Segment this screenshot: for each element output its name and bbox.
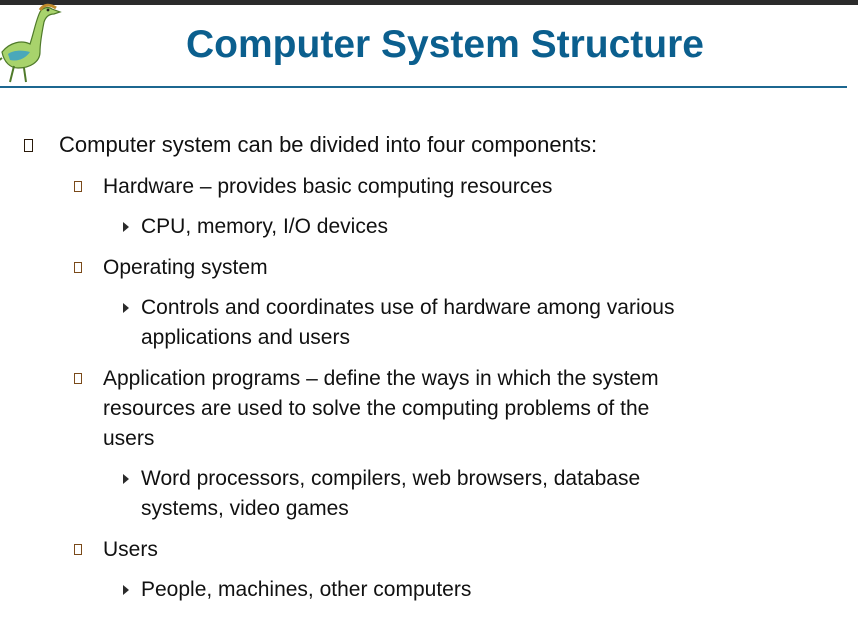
section-detail: Controls and coordinates use of hardware… xyxy=(141,296,675,319)
square-bullet-icon xyxy=(74,181,82,192)
top-border xyxy=(0,0,858,5)
section-detail: CPU, memory, I/O devices xyxy=(141,215,388,238)
slide-title: Computer System Structure xyxy=(186,23,704,66)
section-detail: applications and users xyxy=(141,326,350,349)
square-bullet-icon xyxy=(74,373,82,384)
square-bullet-icon xyxy=(74,262,82,273)
level1-text: Computer system can be divided into four… xyxy=(59,132,598,157)
section-heading: Application programs – define the ways i… xyxy=(103,367,659,390)
section-heading: users xyxy=(103,427,155,450)
section-detail: systems, video games xyxy=(141,497,349,520)
triangle-bullet-icon xyxy=(123,222,129,232)
section-detail: People, machines, other computers xyxy=(141,578,472,601)
section-heading: Users xyxy=(103,538,158,561)
title-rule xyxy=(0,86,847,88)
square-bullet-icon xyxy=(24,139,33,152)
dinosaur-logo-icon xyxy=(0,3,62,83)
section-heading: Hardware – provides basic computing reso… xyxy=(103,175,553,198)
triangle-bullet-icon xyxy=(123,303,129,313)
section-heading: resources are used to solve the computin… xyxy=(103,397,650,420)
square-bullet-icon xyxy=(74,544,82,555)
triangle-bullet-icon xyxy=(123,585,129,595)
section-heading: Operating system xyxy=(103,256,268,279)
section-detail: Word processors, compilers, web browsers… xyxy=(141,467,641,490)
triangle-bullet-icon xyxy=(123,474,129,484)
